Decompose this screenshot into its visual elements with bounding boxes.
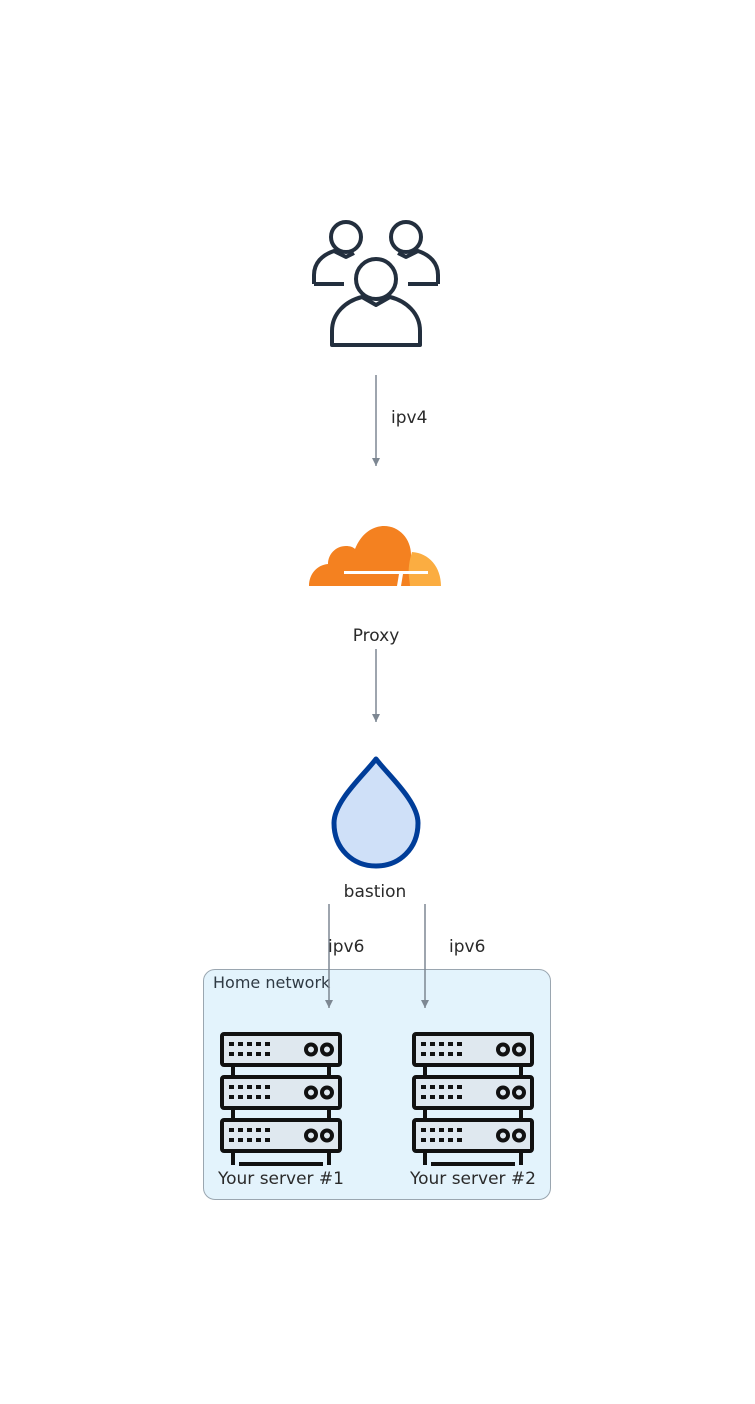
users-icon bbox=[312, 220, 440, 347]
edge-label-ipv6-server1: ipv6 bbox=[328, 937, 365, 957]
server2-label: Your server #2 bbox=[410, 1169, 536, 1189]
server-rack-icon bbox=[412, 1032, 534, 1166]
group-title: Home network bbox=[213, 973, 331, 992]
proxy-label: Proxy bbox=[352, 626, 400, 646]
bastion-label: bastion bbox=[343, 882, 407, 902]
edge-label-ipv6-server2: ipv6 bbox=[449, 937, 486, 957]
edge-label-ipv4: ipv4 bbox=[391, 408, 428, 428]
droplet-icon bbox=[331, 756, 421, 869]
server1-label: Your server #1 bbox=[218, 1169, 344, 1189]
cloudflare-icon bbox=[309, 526, 441, 586]
server-rack-icon bbox=[220, 1032, 342, 1166]
